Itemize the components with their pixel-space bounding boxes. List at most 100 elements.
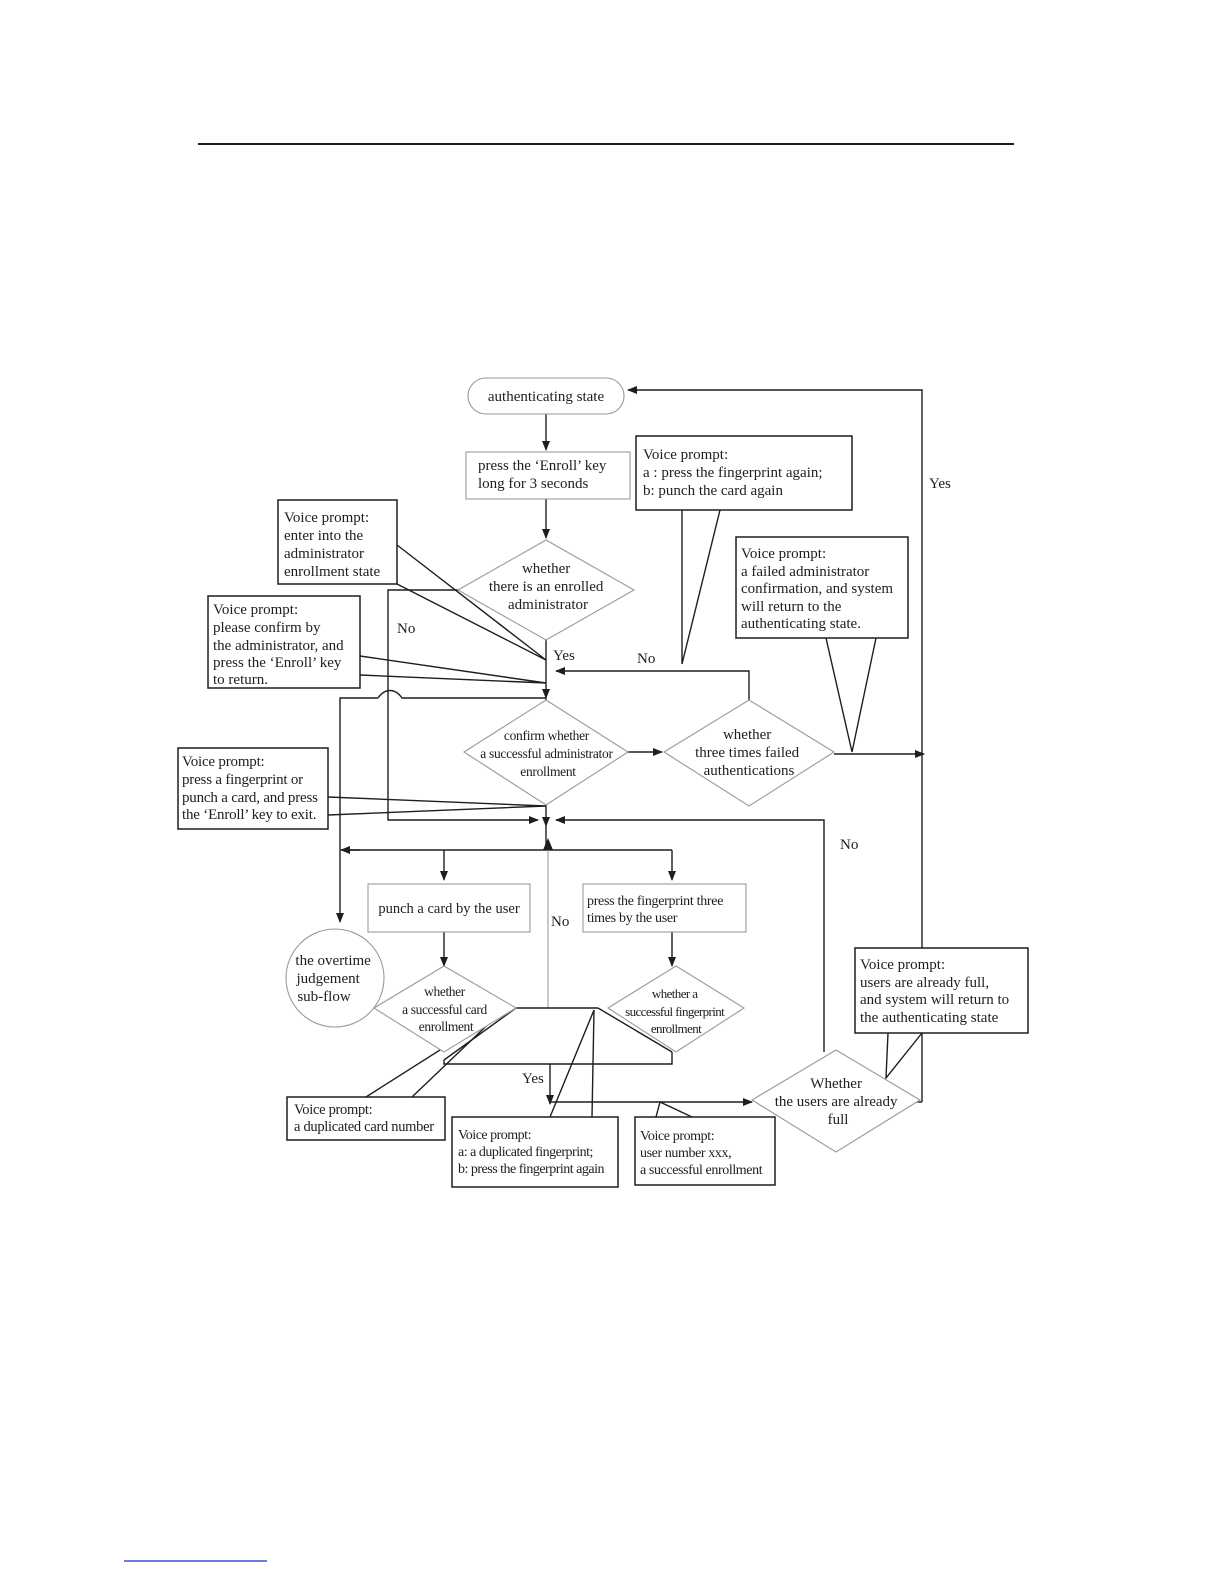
callout-failed-admin-line-3: confirmation, and system xyxy=(741,581,893,597)
overtime-line-1: the overtime xyxy=(295,953,371,969)
overtime-line-2: judgement xyxy=(295,971,360,987)
decision-card-enroll-line-2: a successful card xyxy=(402,1002,487,1017)
punch-card-label: punch a card by the user xyxy=(378,901,519,917)
edge-label-no-three-failed: No xyxy=(637,651,655,667)
decision-three-failed-line-2: three times failed xyxy=(695,745,800,761)
callout-failed-admin-line-5: authenticating state. xyxy=(741,616,861,632)
svg-text:Voice prompt: press a fi: Voice prompt: press a fingerprint or pun… xyxy=(182,754,321,823)
edge-label-no-users-full: No xyxy=(840,837,858,853)
svg-text:Whether the users are al: Whether the users are already full xyxy=(775,1076,902,1128)
svg-text:whether a successful fin: whether a successful fingerprint enrollm… xyxy=(625,986,727,1036)
callout-fp-again-line-1: Voice prompt: xyxy=(643,447,728,463)
callout-fp-again-line-2: a : press the fingerprint again; xyxy=(643,465,823,481)
callout-press-fp-line-1: Voice prompt: xyxy=(182,754,265,770)
decision-fp-enroll-line-1: whether a xyxy=(652,986,698,1001)
decision-enrolled-admin-line-3: administrator xyxy=(508,597,588,613)
svg-text:Voice prompt: user numbe: Voice prompt: user number xxx, a success… xyxy=(640,1129,763,1178)
decision-card-enroll-line-3: enrollment xyxy=(419,1019,474,1034)
callout-users-full: Voice prompt: users are already full, an… xyxy=(854,947,1029,1034)
callout-success-line-3: a successful enrollment xyxy=(640,1163,763,1178)
callout-enter-admin-line-1: Voice prompt: xyxy=(284,510,369,526)
svg-text:press the ‘Enroll’ key l: press the ‘Enroll’ key long for 3 second… xyxy=(478,458,610,492)
decision-card-enroll: whether a successful card enrollment xyxy=(372,965,518,1053)
callout-failed-admin-line-1: Voice prompt: xyxy=(741,546,826,562)
edge-label-yes-top-right: Yes xyxy=(929,476,951,492)
callout-success-line-2: user number xxx, xyxy=(640,1146,731,1161)
callout-confirm-by-admin: Voice prompt: please confirm by the admi… xyxy=(207,595,361,689)
callout-enter-admin-line-4: enrollment state xyxy=(284,564,381,580)
decision-card-enroll-line-1: whether xyxy=(424,984,466,999)
decision-three-failed-line-1: whether xyxy=(723,727,771,743)
decision-confirm-admin-line-3: enrollment xyxy=(520,764,576,779)
callout-confirm-admin-line-3: the administrator, and xyxy=(213,638,344,654)
svg-text:Voice prompt: enter into: Voice prompt: enter into the administrat… xyxy=(284,510,381,580)
callout-fp-again-line-3: b: punch the card again xyxy=(643,483,783,499)
press-fingerprint-line-2: times by the user xyxy=(587,911,678,926)
edge-label-no-enroll: No xyxy=(551,914,569,930)
callout-failed-admin-line-2: a failed administrator xyxy=(741,564,869,580)
press-enroll-box: press the ‘Enroll’ key long for 3 second… xyxy=(465,451,631,500)
decision-enrolled-admin-line-1: whether xyxy=(522,561,570,577)
connectors xyxy=(336,386,925,1106)
callout-press-fp-line-4: the ‘Enroll’ key to exit. xyxy=(182,807,316,823)
decision-confirm-admin-line-2: a successful administrator xyxy=(480,746,613,761)
decision-enrolled-admin: whether there is an enrolled administrat… xyxy=(456,539,636,641)
callout-users-full-line-3: and system will return to xyxy=(860,992,1009,1008)
press-enroll-line-2: long for 3 seconds xyxy=(478,476,589,492)
callout-enter-admin-line-2: enter into the xyxy=(284,528,363,544)
decision-fp-enroll-line-2: successful fingerprint xyxy=(625,1004,725,1019)
svg-text:whether three times fail: whether three times failed authenticatio… xyxy=(695,727,803,779)
svg-text:Voice prompt: a: a dupli: Voice prompt: a: a duplicated fingerprin… xyxy=(458,1128,604,1177)
overtime-line-3: sub-flow xyxy=(297,989,350,1005)
press-fingerprint-line-1: press the fingerprint three xyxy=(587,894,723,909)
callout-dup-fp-line-2: a: a duplicated fingerprint; xyxy=(458,1145,593,1160)
decision-enrolled-admin-line-2: there is an enrolled xyxy=(489,579,604,595)
callout-dup-fp-line-3: b: press the fingerprint again xyxy=(458,1162,604,1177)
callout-press-fp-or-card: Voice prompt: press a fingerprint or pun… xyxy=(177,747,329,830)
callout-press-fp-line-3: punch a card, and press xyxy=(182,790,318,806)
start-node-label: authenticating state xyxy=(488,389,605,405)
callout-duplicated-fp: Voice prompt: a: a duplicated fingerprin… xyxy=(451,1116,619,1188)
svg-text:press the fingerprint three: press the fingerprint three times by the… xyxy=(587,894,726,926)
callout-users-full-line-1: Voice prompt: xyxy=(860,957,945,973)
svg-text:the overtime judgement: the overtime judgement sub-flow xyxy=(295,953,374,1005)
press-enroll-line-1: press the ‘Enroll’ key xyxy=(478,458,607,474)
decision-users-full-line-1: Whether xyxy=(810,1076,862,1092)
svg-text:Voice prompt: users are: Voice prompt: users are already full, an… xyxy=(860,957,1013,1026)
svg-text:confirm whether a succes: confirm whether a successful administrat… xyxy=(480,728,616,779)
callout-dup-card-line-1: Voice prompt: xyxy=(294,1102,372,1118)
svg-text:whether a successful car: whether a successful card enrollment xyxy=(402,984,490,1034)
callout-success-enroll: Voice prompt: user number xxx, a success… xyxy=(634,1116,776,1186)
edge-label-yes-enroll: Yes xyxy=(522,1071,544,1087)
punch-card-box: punch a card by the user xyxy=(367,883,531,933)
callout-press-fp-line-2: press a fingerprint or xyxy=(182,772,303,788)
start-node: authenticating state xyxy=(467,377,625,415)
callout-fp-again: Voice prompt: a : press the fingerprint … xyxy=(635,435,853,511)
callout-users-full-line-2: users are already full, xyxy=(860,975,989,991)
decision-users-full-line-3: full xyxy=(828,1112,849,1128)
callout-users-full-line-4: the authenticating state xyxy=(860,1010,999,1026)
decision-confirm-admin: confirm whether a successful administrat… xyxy=(462,699,630,806)
svg-text:Voice prompt: please con: Voice prompt: please confirm by the admi… xyxy=(213,602,347,688)
callout-confirm-admin-line-1: Voice prompt: xyxy=(213,602,298,618)
callout-confirm-admin-line-2: please confirm by xyxy=(213,620,321,636)
overtime-subflow-node: the overtime judgement sub-flow xyxy=(285,928,385,1028)
decision-fp-enroll-line-3: enrollment xyxy=(651,1021,702,1036)
decision-confirm-admin-line-1: confirm whether xyxy=(504,728,590,743)
decision-fp-enroll: whether a successful fingerprint enrollm… xyxy=(606,965,746,1053)
callout-enter-admin-state: Voice prompt: enter into the administrat… xyxy=(277,499,398,585)
edge-label-yes-admin-check: Yes xyxy=(553,648,575,664)
decision-users-full: Whether the users are already full xyxy=(750,1049,922,1153)
callout-confirm-admin-line-4: press the ‘Enroll’ key xyxy=(213,655,342,671)
svg-text:Voice prompt: a duplicat: Voice prompt: a duplicated card number xyxy=(294,1102,434,1135)
callout-success-line-1: Voice prompt: xyxy=(640,1129,714,1144)
edge-label-no-admin-check: No xyxy=(397,621,415,637)
callout-failed-admin-confirm: Voice prompt: a failed administrator con… xyxy=(735,536,909,639)
callout-duplicated-card: Voice prompt: a duplicated card number xyxy=(286,1096,446,1141)
svg-text:Voice prompt: a : press: Voice prompt: a : press the fingerprint … xyxy=(643,447,826,499)
svg-text:Voice prompt: a failed a: Voice prompt: a failed administrator con… xyxy=(741,546,897,632)
callout-failed-admin-line-4: will return to the xyxy=(741,599,842,615)
callout-confirm-admin-line-5: to return. xyxy=(213,672,268,688)
